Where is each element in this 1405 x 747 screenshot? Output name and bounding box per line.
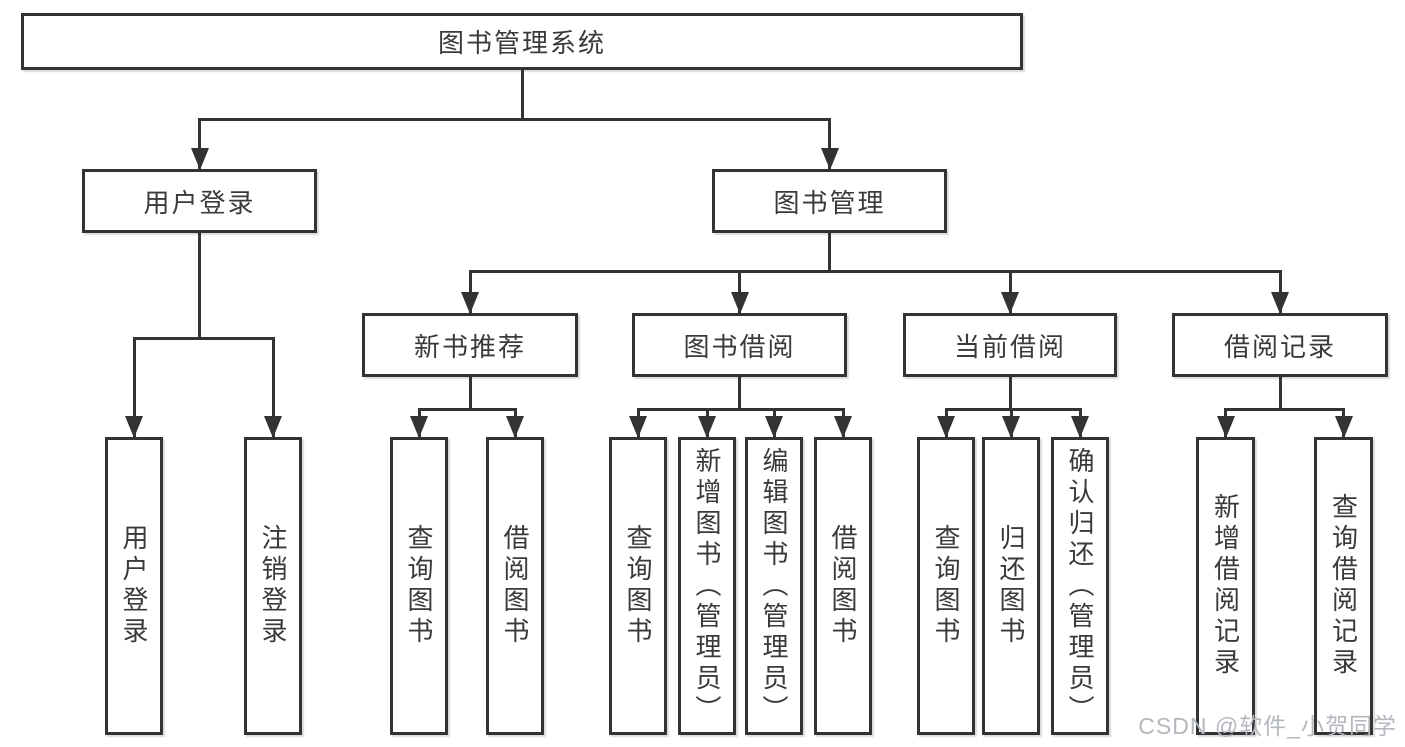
node-label: 用户登录 bbox=[119, 524, 149, 648]
arrow-down-icon bbox=[190, 148, 209, 170]
node-book-mgmt: 图书管理 bbox=[712, 169, 947, 233]
arrow-down-icon bbox=[730, 292, 749, 314]
connector-line bbox=[271, 337, 275, 439]
arrow-down-icon bbox=[410, 416, 428, 438]
arrow-down-icon bbox=[1001, 292, 1019, 314]
node-label: 查询借阅记录 bbox=[1328, 493, 1359, 679]
node-label: 注销登录 bbox=[258, 524, 288, 648]
node-br-add-record: 新增借阅记录 bbox=[1196, 437, 1255, 735]
arrow-down-icon bbox=[1271, 292, 1289, 314]
arrow-down-icon bbox=[1216, 416, 1235, 438]
connector-line bbox=[1008, 376, 1012, 408]
node-label: 新增借阅记录 bbox=[1210, 493, 1241, 679]
node-label: 图书管理系统 bbox=[437, 28, 606, 58]
connector-line bbox=[520, 69, 524, 118]
node-cb-return-books: 归还图书 bbox=[982, 437, 1040, 735]
node-leaf-logout: 注销登录 bbox=[244, 437, 302, 735]
node-user-login: 用户登录 bbox=[82, 169, 317, 233]
node-bb-borrow-books: 借阅图书 bbox=[814, 437, 872, 735]
node-root: 图书管理系统 bbox=[21, 13, 1023, 70]
node-label: 查询图书 bbox=[404, 524, 434, 648]
arrow-down-icon bbox=[1002, 416, 1020, 438]
node-label: 确认归还（管理员） bbox=[1065, 446, 1095, 726]
arrow-down-icon bbox=[765, 416, 783, 438]
node-bb-query-books: 查询图书 bbox=[609, 437, 667, 735]
node-leaf-user-login: 用户登录 bbox=[105, 437, 163, 735]
node-nb-borrow-books: 借阅图书 bbox=[486, 437, 544, 735]
watermark-text: CSDN @软件_小贺同学 bbox=[1138, 713, 1397, 739]
arrow-down-icon bbox=[264, 416, 282, 438]
arrow-down-icon bbox=[506, 416, 524, 438]
node-br-query-record: 查询借阅记录 bbox=[1314, 437, 1373, 735]
node-nb-query-books: 查询图书 bbox=[390, 437, 448, 735]
connector-line bbox=[198, 118, 831, 121]
connector-line bbox=[132, 337, 136, 439]
node-borrow-records: 借阅记录 bbox=[1172, 313, 1388, 377]
arrow-down-icon bbox=[461, 292, 479, 314]
node-label: 借阅图书 bbox=[500, 524, 530, 648]
connector-line bbox=[468, 376, 472, 408]
connector-line bbox=[738, 376, 741, 408]
node-label: 借阅图书 bbox=[828, 524, 858, 648]
node-label: 借阅记录 bbox=[1223, 331, 1336, 362]
node-label: 当前借阅 bbox=[953, 331, 1066, 362]
arrow-down-icon bbox=[125, 416, 143, 438]
connector-line bbox=[1224, 408, 1345, 411]
connector-line bbox=[828, 118, 831, 171]
arrow-down-icon bbox=[834, 416, 852, 438]
node-label: 查询图书 bbox=[931, 524, 961, 648]
connector-line bbox=[198, 118, 201, 171]
connector-line bbox=[944, 408, 1082, 411]
arrow-down-icon bbox=[937, 416, 955, 438]
node-label: 图书借阅 bbox=[683, 331, 796, 362]
node-bb-add-books: 新增图书（管理员） bbox=[678, 437, 736, 735]
node-label: 编辑图书（管理员） bbox=[759, 446, 789, 726]
connector-line bbox=[468, 270, 1282, 273]
connector-line bbox=[417, 408, 517, 411]
connector-line bbox=[198, 232, 201, 337]
arrow-down-icon bbox=[1071, 416, 1089, 438]
arrow-down-icon bbox=[1334, 416, 1353, 438]
node-label: 新增图书（管理员） bbox=[692, 446, 722, 726]
node-label: 查询图书 bbox=[623, 524, 653, 648]
connector-line bbox=[636, 408, 845, 411]
node-new-book-rec: 新书推荐 bbox=[362, 313, 578, 377]
node-label: 新书推荐 bbox=[413, 331, 526, 362]
connector-line bbox=[132, 337, 275, 340]
connector-line bbox=[828, 232, 831, 270]
arrow-down-icon bbox=[629, 416, 647, 438]
node-current-borrow: 当前借阅 bbox=[903, 313, 1117, 377]
node-bb-edit-books: 编辑图书（管理员） bbox=[745, 437, 803, 735]
node-cb-confirm-return: 确认归还（管理员） bbox=[1051, 437, 1109, 735]
node-book-borrow: 图书借阅 bbox=[632, 313, 847, 377]
arrow-down-icon bbox=[820, 148, 839, 170]
node-label: 图书管理 bbox=[773, 187, 886, 218]
connector-line bbox=[1278, 376, 1282, 408]
node-label: 用户登录 bbox=[143, 187, 256, 218]
node-label: 归还图书 bbox=[996, 524, 1026, 648]
node-cb-query-books: 查询图书 bbox=[917, 437, 975, 735]
arrow-down-icon bbox=[698, 416, 716, 438]
